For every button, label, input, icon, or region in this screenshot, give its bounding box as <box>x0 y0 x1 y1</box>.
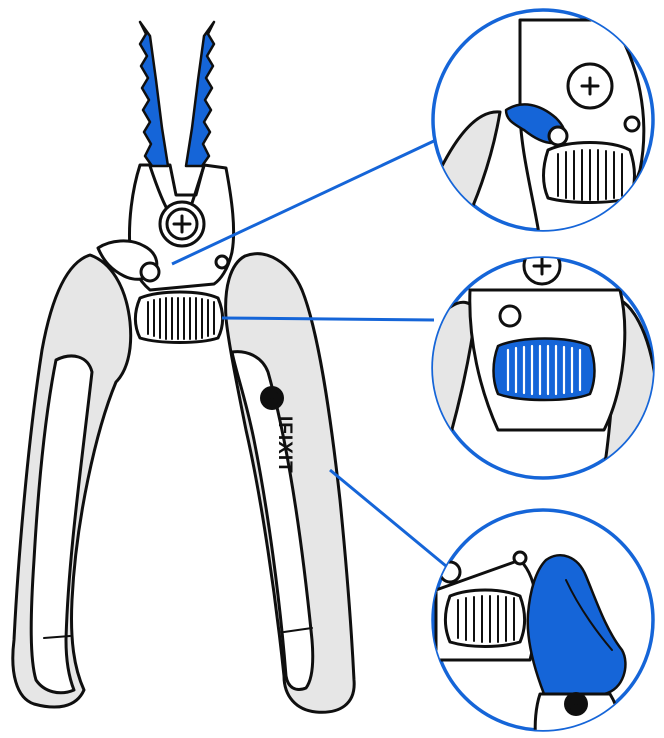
spring-rivet <box>214 254 230 270</box>
brand-label: IFIXIT <box>274 416 295 474</box>
spring-highlight <box>492 337 596 402</box>
right-jaw-tip <box>184 20 216 168</box>
callout-line-spring <box>221 316 435 322</box>
phillips-screw-icon <box>172 214 192 234</box>
callout-line-lever <box>171 138 437 266</box>
left-jaw-tip <box>138 20 170 168</box>
handle-brand: IFIXIT <box>260 386 295 474</box>
spring <box>134 290 224 344</box>
lever-pin <box>139 261 161 283</box>
left-handle-face <box>29 354 94 695</box>
callout-spring <box>431 256 655 480</box>
handle-grip-highlight <box>526 554 627 696</box>
pliers: IFIXIT <box>11 20 356 714</box>
pivot-screw <box>158 200 206 248</box>
callout-line-handle <box>329 468 447 568</box>
callout-lines <box>171 138 447 568</box>
callout-lock-lever <box>431 8 655 232</box>
callout-handle-grip <box>431 508 655 732</box>
